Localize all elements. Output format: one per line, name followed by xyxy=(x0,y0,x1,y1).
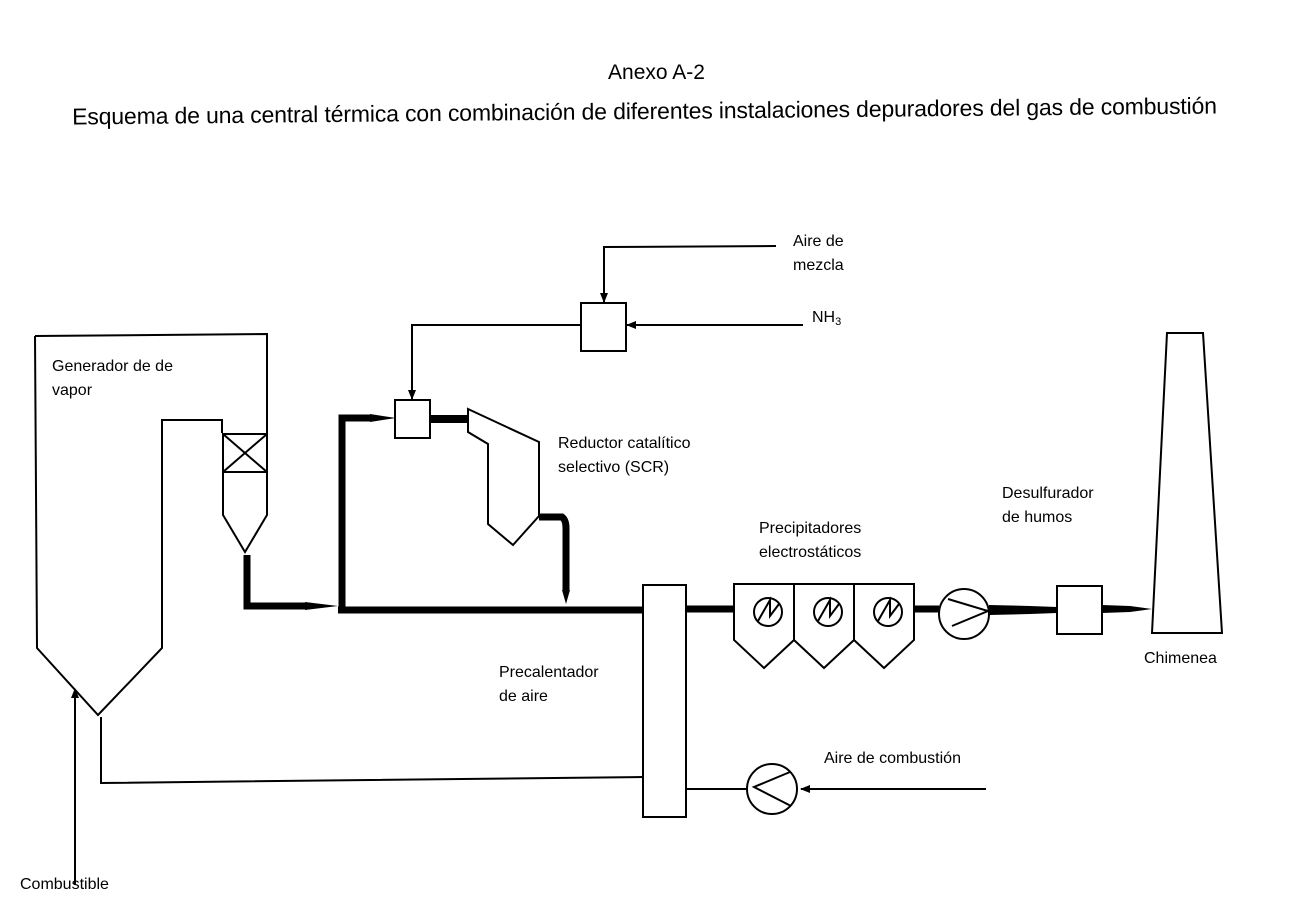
steam-generator xyxy=(34,332,268,717)
preheater-to-generator-line xyxy=(100,717,644,785)
air-preheater xyxy=(642,584,687,818)
ammonia-mixer xyxy=(580,302,627,352)
scr-outlet xyxy=(539,513,570,590)
mixer-to-grid-line xyxy=(408,324,581,400)
flue-duct-1 xyxy=(243,555,305,610)
combustion-air-label: Aire de combustión xyxy=(824,750,961,767)
mixing-air-line xyxy=(600,245,777,303)
desulfurizer xyxy=(1056,585,1103,635)
injection-grid xyxy=(394,399,431,439)
esp-symbol-3 xyxy=(873,596,903,627)
chimney-label: Chimenea xyxy=(1144,650,1217,667)
duct-fgd-chimney xyxy=(1102,605,1152,613)
nh3-label: NH3 xyxy=(812,309,842,328)
ash-hopper xyxy=(222,472,268,554)
esp-symbol-2 xyxy=(813,596,843,627)
scr-loop xyxy=(338,414,372,612)
scr-outlet-taper xyxy=(562,590,570,604)
electrostatic-precipitators xyxy=(733,583,915,670)
catalyst-block xyxy=(222,433,268,473)
combustion-air-fan xyxy=(746,763,798,815)
fuel-label: Combustible xyxy=(20,876,109,893)
flue-duct-taper xyxy=(305,602,338,610)
annex-title: Anexo A-2 xyxy=(608,61,705,84)
flue-gas-fan xyxy=(938,588,991,640)
esp-symbol-1 xyxy=(753,596,783,627)
chimney xyxy=(1150,332,1224,634)
scr-reactor xyxy=(467,407,540,547)
scr-loop-taper xyxy=(370,414,396,422)
duct-fan-fgd xyxy=(989,605,1057,615)
